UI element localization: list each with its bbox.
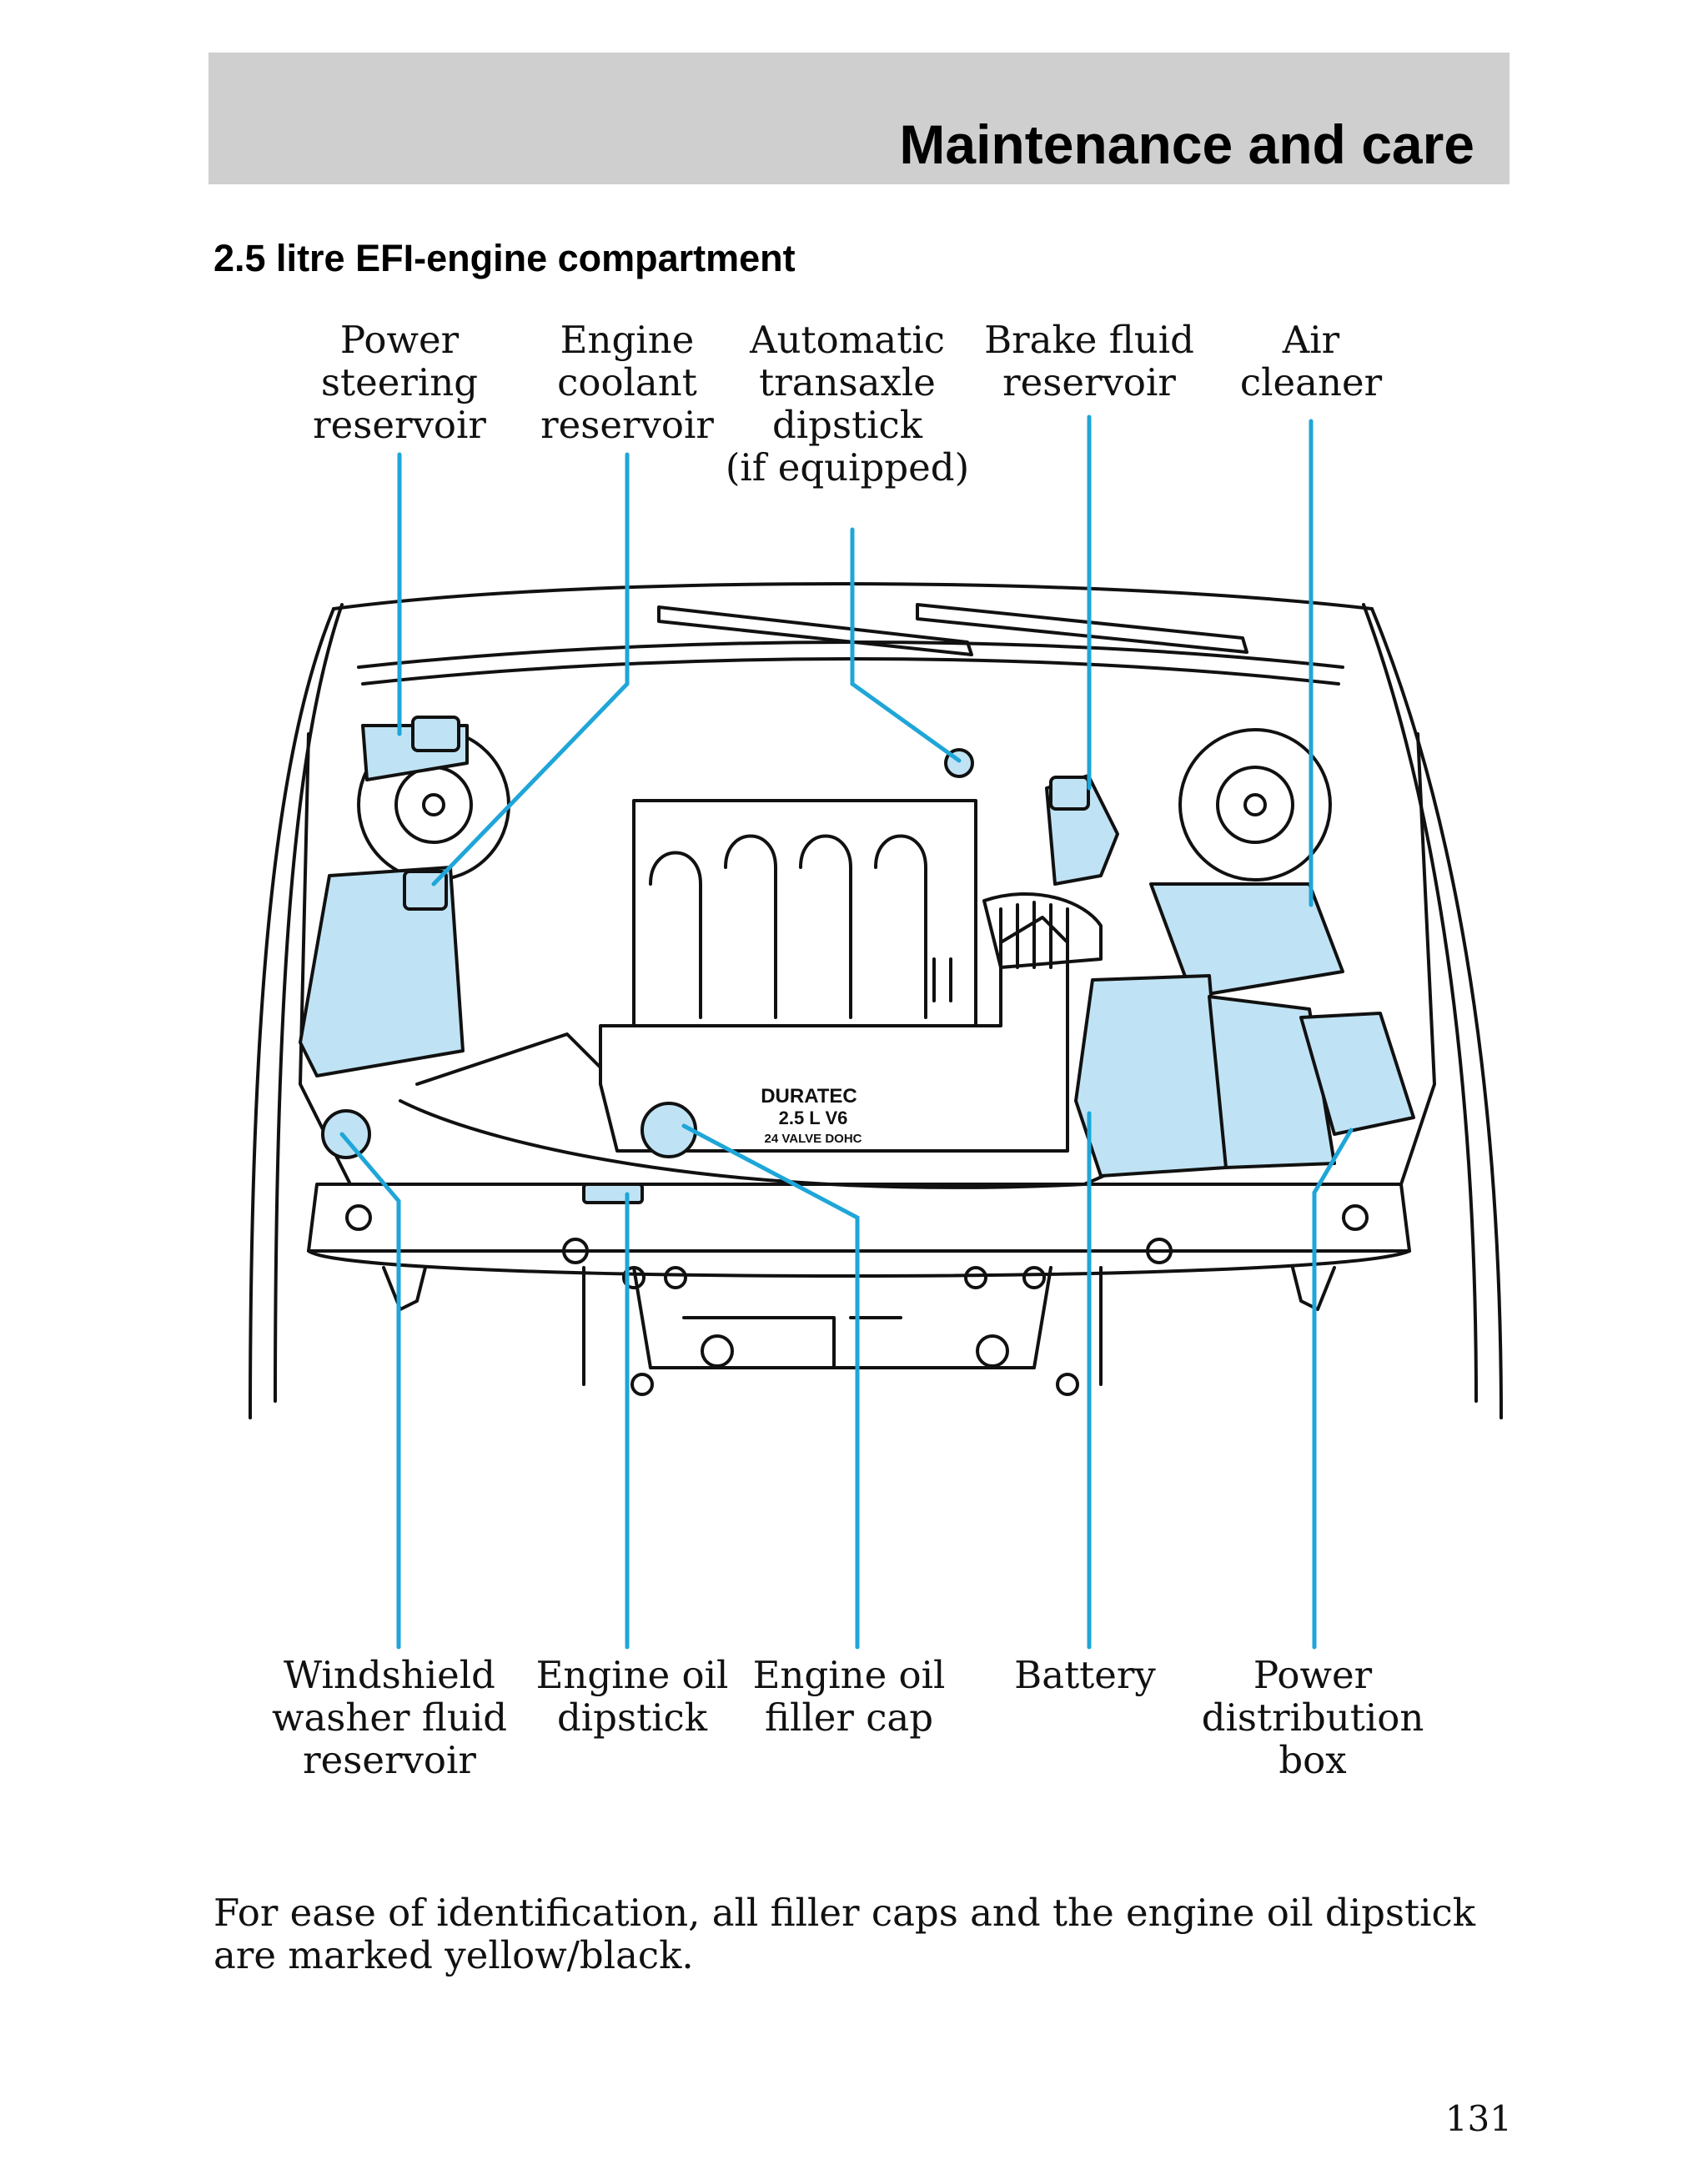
power-distribution-box [1299, 1012, 1415, 1136]
page-number: 131 [1444, 2098, 1512, 2139]
callout-windshield-washer-fluid-reservoir: Windshield washer fluid reservoir [256, 1654, 523, 1781]
body-text: For ease of identification, all filler c… [214, 1891, 1475, 1977]
callout-line: cleaner [1239, 360, 1383, 404]
right-hood-latch [1291, 1266, 1336, 1311]
callout-line: Battery [1014, 1653, 1156, 1697]
page-title: Maintenance and care [899, 113, 1474, 175]
callout-line: washer fluid [271, 1695, 508, 1740]
callout-line: coolant [557, 360, 697, 404]
callout-line: Engine oil [752, 1653, 946, 1697]
callout-line: Air [1282, 318, 1340, 362]
callout-line: dipstick [771, 403, 923, 447]
left-fender-outline [249, 607, 335, 1419]
engine-cover-label: DURATEC 2.5 L V6 24 VALVE DOHC [761, 1085, 862, 1146]
callout-line: reservoir [540, 403, 714, 447]
leader-lines [339, 414, 1354, 1650]
wiper-right [916, 603, 1248, 654]
oil-dipstick-handle [582, 1183, 644, 1204]
right-strut-tower [1178, 728, 1332, 882]
callout-air-cleaner: Air cleaner [1178, 319, 1444, 404]
callout-line: steering [320, 360, 479, 404]
washer-fluid-reservoir [321, 1109, 371, 1159]
air-cleaner [1149, 882, 1344, 998]
hood-edge [332, 582, 1374, 610]
callout-line: reservoir [303, 1738, 476, 1782]
callout-line: Automatic [750, 318, 945, 362]
callout-engine-coolant-reservoir: Engine coolant reservoir [494, 319, 761, 446]
power-steering-cap [411, 716, 460, 752]
leader-washer-fluid [339, 1132, 401, 1650]
callout-brake-fluid-reservoir: Brake fluid reservoir [956, 319, 1223, 404]
section-heading: 2.5 litre EFI-engine compartment [214, 237, 796, 279]
callout-line: Windshield [284, 1653, 495, 1697]
callout-line: Power [339, 318, 460, 362]
callout-line: Brake fluid [984, 318, 1194, 362]
engine-label-line2: 2.5 L V6 [779, 1108, 848, 1128]
callout-line: Engine [560, 318, 695, 362]
brake-fluid-cap [1049, 776, 1090, 811]
right-fender-outline [1370, 607, 1503, 1419]
callout-line: dipstick [556, 1695, 708, 1740]
engine-label-line3: 24 VALVE DOHC [765, 1132, 862, 1146]
header-band: Maintenance and care [208, 53, 1510, 184]
callout-power-distribution-box: Power distribution box [1179, 1654, 1446, 1781]
leader-oil-filler-cap [681, 1123, 860, 1650]
leader-transaxle-dipstick [850, 527, 962, 763]
callout-line: (if equipped) [725, 445, 970, 490]
callout-engine-oil-filler-cap: Engine oil filler cap [716, 1654, 982, 1739]
callout-engine-oil-dipstick: Engine oil dipstick [499, 1654, 766, 1739]
callout-battery: Battery [952, 1654, 1218, 1696]
battery [1074, 974, 1228, 1178]
leader-coolant [431, 452, 630, 887]
wiper-left [657, 605, 973, 656]
callout-line: box [1278, 1738, 1347, 1782]
callout-line: Engine oil [535, 1653, 729, 1697]
callout-line: distribution [1201, 1695, 1424, 1740]
leader-power-distribution [1312, 1128, 1354, 1650]
callout-automatic-transaxle-dipstick: Automatic transaxle dipstick (if equippe… [714, 319, 981, 489]
left-hood-latch [382, 1266, 427, 1311]
callout-line: reservoir [313, 403, 486, 447]
engine-label-line1: DURATEC [761, 1085, 857, 1108]
callout-power-steering-reservoir: Power steering reservoir [266, 319, 533, 446]
coolant-reservoir [299, 866, 465, 1077]
callout-line: reservoir [1002, 360, 1176, 404]
callout-line: filler cap [764, 1695, 934, 1740]
callout-line: Power [1253, 1653, 1373, 1697]
callout-line: transaxle [759, 360, 936, 404]
